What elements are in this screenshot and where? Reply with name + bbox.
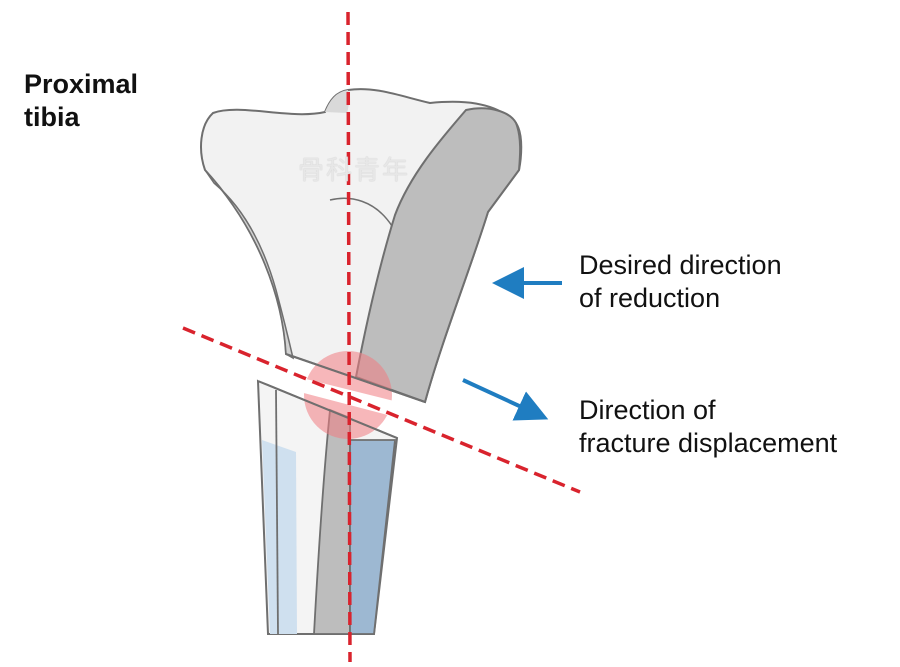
title-label: Proximal tibia: [24, 68, 138, 134]
title-line-1: Proximal: [24, 68, 138, 101]
fracture-displacement-line-2: fracture displacement: [579, 427, 837, 460]
desired-direction-line-1: Desired direction: [579, 249, 782, 282]
watermark: 骨科青年: [298, 150, 410, 187]
desired-direction-label: Desired direction of reduction: [579, 249, 782, 315]
title-line-2: tibia: [24, 101, 138, 134]
fracture-displacement-line-1: Direction of: [579, 394, 837, 427]
desired-direction-line-2: of reduction: [579, 282, 782, 315]
lateral-canal: [350, 440, 395, 634]
fracture-displacement-arrow: [463, 380, 541, 416]
fracture-displacement-label: Direction of fracture displacement: [579, 394, 837, 460]
